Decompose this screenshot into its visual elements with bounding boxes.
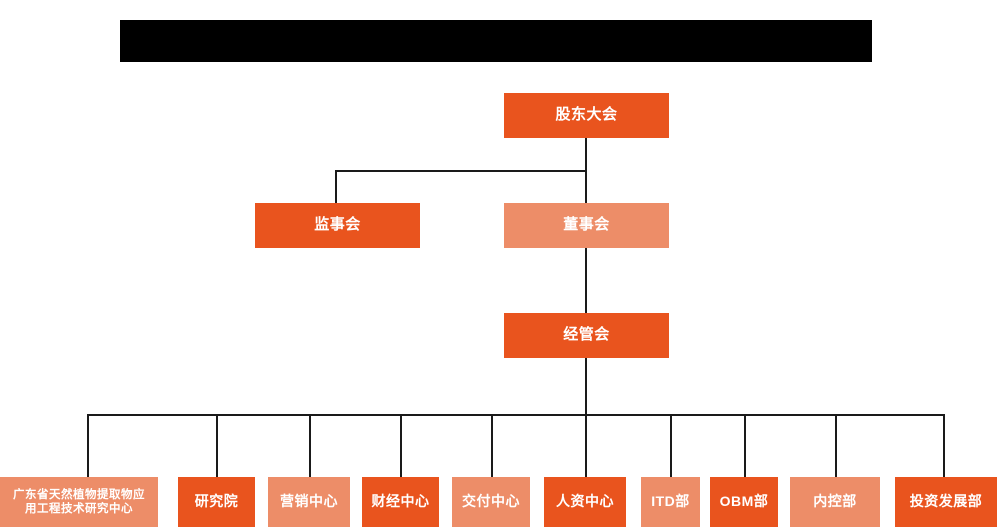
- connector-to-gd-research-center: [87, 414, 89, 477]
- connector-to-internal-control-dept: [835, 414, 837, 477]
- node-investment-development-dept[interactable]: 投资发展部: [895, 477, 997, 527]
- node-internal-control-dept[interactable]: 内控部: [790, 477, 880, 527]
- node-shareholders-meeting[interactable]: 股东大会: [504, 93, 669, 138]
- connector-management-down: [585, 358, 587, 416]
- node-board-of-supervisors[interactable]: 监事会: [255, 203, 420, 248]
- connector-to-obm-dept: [744, 414, 746, 477]
- node-gd-research-center[interactable]: 广东省天然植物提取物应 用工程技术研究中心: [0, 477, 158, 527]
- node-marketing-center[interactable]: 营销中心: [268, 477, 350, 527]
- connector-to-directors: [585, 170, 587, 203]
- node-gd-research-center-line2: 用工程技术研究中心: [25, 503, 133, 515]
- connector-level4-bus: [87, 414, 944, 416]
- connector-to-hr-center: [585, 414, 587, 477]
- node-obm-dept[interactable]: OBM部: [710, 477, 778, 527]
- node-gd-research-center-label: 广东省天然植物提取物应 用工程技术研究中心: [13, 488, 145, 517]
- node-board-of-directors[interactable]: 董事会: [504, 203, 669, 248]
- connector-to-research-institute: [216, 414, 218, 477]
- connector-to-marketing-center: [309, 414, 311, 477]
- connector-to-delivery-center: [491, 414, 493, 477]
- connector-to-finance-center: [400, 414, 402, 477]
- connector-directors-to-management: [585, 248, 587, 313]
- connector-level2-bus: [335, 170, 587, 172]
- connector-to-investment-development-dept: [943, 414, 945, 477]
- node-management-committee[interactable]: 经管会: [504, 313, 669, 358]
- node-delivery-center[interactable]: 交付中心: [452, 477, 530, 527]
- node-gd-research-center-line1: 广东省天然植物提取物应: [13, 488, 145, 501]
- node-hr-center[interactable]: 人资中心: [544, 477, 626, 527]
- redacted-title-bar: [120, 20, 872, 62]
- connector-to-supervisors: [335, 170, 337, 203]
- node-itd-dept[interactable]: ITD部: [641, 477, 700, 527]
- connector-to-itd-dept: [670, 414, 672, 477]
- node-research-institute[interactable]: 研究院: [178, 477, 255, 527]
- connector-shareholders-down: [585, 138, 587, 171]
- node-finance-center[interactable]: 财经中心: [362, 477, 439, 527]
